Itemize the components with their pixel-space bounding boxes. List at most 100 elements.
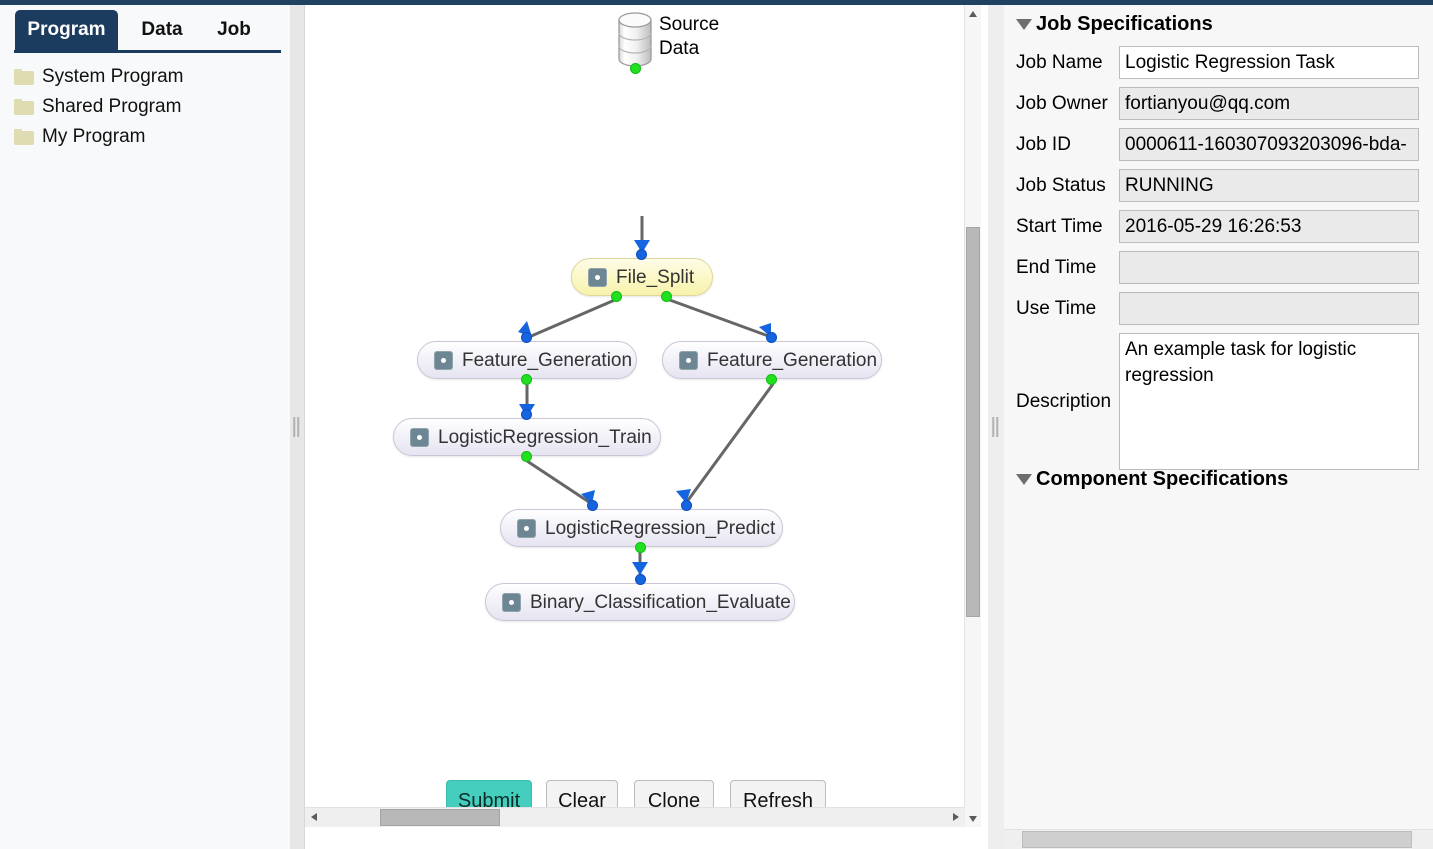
field-row-use-time: Use Time — [1004, 288, 1433, 329]
input-port[interactable] — [766, 332, 777, 343]
output-port[interactable] — [661, 291, 672, 302]
tab-data[interactable]: Data — [130, 10, 194, 50]
splitter-grip-icon — [293, 417, 302, 437]
sidebar-item-label: System Program — [42, 66, 184, 87]
input-port[interactable] — [635, 574, 646, 585]
input-port[interactable] — [587, 500, 598, 511]
database-cylinder-icon — [618, 12, 652, 67]
input-port[interactable] — [636, 249, 647, 260]
output-port[interactable] — [766, 374, 777, 385]
canvas-horizontal-scrollbar[interactable] — [305, 807, 965, 827]
end-time-input[interactable] — [1119, 251, 1419, 284]
canvas-vertical-scrollbar[interactable] — [964, 5, 981, 827]
field-row-start-time: Start Time — [1004, 206, 1433, 247]
chevron-left-icon — [311, 813, 317, 821]
output-port[interactable] — [635, 542, 646, 553]
right-panel: Job Specifications Job Name Job Owner Jo… — [1004, 5, 1433, 849]
component-icon — [502, 592, 521, 612]
tab-data-label: Data — [141, 19, 183, 40]
description-label: Description — [1016, 391, 1112, 412]
job-name-input[interactable] — [1119, 46, 1419, 79]
start-time-label: Start Time — [1016, 216, 1103, 237]
source-data-node[interactable]: Source Data — [615, 11, 719, 74]
field-row-job-id: Job ID — [1004, 124, 1433, 165]
tab-job-label: Job — [217, 19, 251, 40]
sidebar-item-label: My Program — [42, 126, 146, 147]
job-id-input[interactable] — [1119, 128, 1419, 161]
component-icon — [588, 267, 607, 287]
job-specifications-form: Job Name Job Owner Job ID Job Status Sta… — [1004, 42, 1433, 474]
right-panel-horizontal-scrollbar[interactable] — [1004, 829, 1433, 849]
input-port[interactable] — [681, 500, 692, 511]
sidebar-item-system-program[interactable]: System Program — [0, 62, 296, 92]
scroll-thumb-horizontal[interactable] — [1022, 831, 1412, 848]
left-panel: Program Data Job System Program Shared P… — [0, 5, 296, 849]
sidebar-item-shared-program[interactable]: Shared Program — [0, 92, 296, 122]
field-row-description: Description An example task for logistic… — [1004, 329, 1433, 474]
start-time-input[interactable] — [1119, 210, 1419, 243]
node-binary-classification-evaluate[interactable]: Binary_Classification_Evaluate — [485, 583, 795, 621]
right-panel-vertical-scrollbar[interactable] — [1419, 5, 1433, 829]
source-data-label: Source Data — [659, 14, 720, 59]
sidebar-item-my-program[interactable]: My Program — [0, 122, 296, 152]
scroll-left-button[interactable] — [305, 808, 322, 827]
use-time-input[interactable] — [1119, 292, 1419, 325]
end-time-label: End Time — [1016, 257, 1097, 278]
folder-icon — [14, 129, 34, 146]
flow-connectors — [518, 216, 775, 576]
chevron-up-icon — [969, 11, 977, 17]
tab-bar: Program Data Job — [0, 5, 296, 53]
job-specifications-header[interactable]: Job Specifications — [1008, 12, 1213, 36]
job-owner-input[interactable] — [1119, 87, 1419, 120]
chevron-right-icon — [953, 813, 959, 821]
field-row-end-time: End Time — [1004, 247, 1433, 288]
right-splitter[interactable] — [988, 5, 1004, 849]
caret-down-icon — [1016, 19, 1032, 30]
output-port[interactable] — [521, 374, 532, 385]
program-folder-list: System Program Shared Program My Program — [0, 62, 296, 152]
output-port[interactable] — [630, 63, 641, 74]
left-splitter[interactable] — [290, 5, 304, 849]
component-icon — [410, 427, 429, 447]
field-row-job-owner: Job Owner — [1004, 83, 1433, 124]
node-logisticregression-predict[interactable]: LogisticRegression_Predict — [500, 509, 783, 547]
field-row-job-status: Job Status — [1004, 165, 1433, 206]
input-port[interactable] — [521, 409, 532, 420]
tab-job[interactable]: Job — [208, 10, 260, 50]
node-file-split[interactable]: File_Split — [571, 258, 713, 296]
scroll-down-button[interactable] — [965, 810, 981, 827]
job-status-input[interactable] — [1119, 169, 1419, 202]
job-id-label: Job ID — [1016, 134, 1071, 155]
component-specifications-title: Component Specifications — [1036, 468, 1289, 490]
scroll-up-button[interactable] — [965, 5, 981, 22]
output-port[interactable] — [521, 451, 532, 462]
output-port[interactable] — [611, 291, 622, 302]
folder-icon — [14, 69, 34, 86]
input-port[interactable] — [521, 332, 532, 343]
scroll-thumb-horizontal[interactable] — [380, 809, 500, 826]
component-icon — [679, 350, 698, 370]
scroll-right-button[interactable] — [948, 808, 965, 827]
component-icon — [434, 350, 453, 370]
node-feature-generation-left[interactable]: Feature_Generation — [417, 341, 637, 379]
use-time-label: Use Time — [1016, 298, 1097, 319]
chevron-down-icon — [969, 816, 977, 822]
flow-canvas-panel: Source Data File_Split Feature_Generatio… — [304, 5, 981, 849]
component-specifications-header[interactable]: Component Specifications — [1008, 467, 1288, 491]
job-name-label: Job Name — [1016, 52, 1103, 73]
tab-program-label: Program — [27, 19, 106, 40]
node-logisticregression-train[interactable]: LogisticRegression_Train — [393, 418, 661, 456]
description-textarea[interactable]: An example task for logistic regression — [1119, 333, 1419, 470]
job-status-label: Job Status — [1016, 175, 1106, 196]
component-icon — [517, 518, 536, 538]
tab-underline — [14, 50, 281, 53]
caret-down-icon — [1016, 474, 1032, 485]
field-row-job-name: Job Name — [1004, 42, 1433, 83]
scroll-thumb-vertical[interactable] — [966, 227, 980, 617]
node-feature-generation-right[interactable]: Feature_Generation — [662, 341, 882, 379]
tab-program[interactable]: Program — [15, 10, 118, 50]
job-owner-label: Job Owner — [1016, 93, 1108, 114]
flow-canvas[interactable]: Source Data File_Split Feature_Generatio… — [305, 5, 981, 827]
sidebar-item-label: Shared Program — [42, 96, 182, 117]
